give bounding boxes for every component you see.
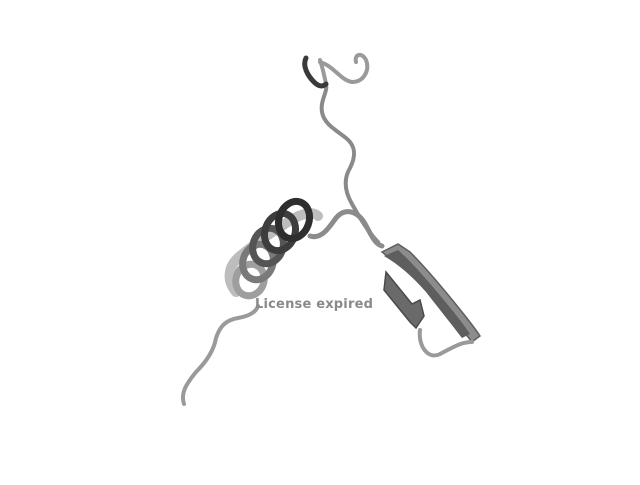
- beta-strand-outer-face: [384, 250, 470, 338]
- coil-top-hook: [318, 53, 370, 86]
- coil-upper: [319, 82, 380, 244]
- beta-strand-inner: [383, 270, 425, 330]
- alpha-helix: [232, 197, 314, 300]
- coil-tail-bottom: [181, 304, 260, 406]
- license-watermark: License expired: [255, 297, 374, 312]
- coil-strand-turn: [417, 328, 474, 358]
- coil-top-end: [302, 55, 329, 89]
